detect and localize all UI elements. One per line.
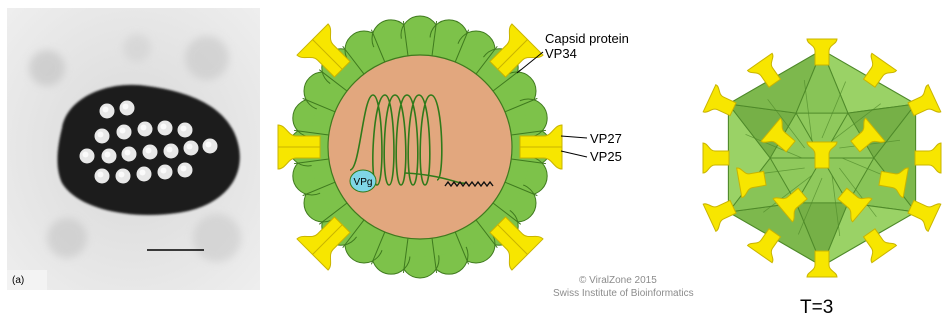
surface-spike [703, 143, 729, 173]
vpg-label: VPg [354, 177, 373, 188]
credit-line-2: Swiss Institute of Bioinformatics [553, 288, 694, 299]
icosahedral-capsid-model [695, 30, 949, 290]
vp34-label: VP34 [545, 46, 577, 61]
capsid-protein-label: Capsid protein [545, 31, 629, 46]
electron-micrograph [7, 8, 260, 290]
vp27-label: VP27 [590, 131, 622, 146]
surface-spike [915, 143, 941, 173]
vp27-pointer [561, 136, 587, 138]
vp25-label: VP25 [590, 149, 622, 164]
vp25-pointer [561, 151, 587, 157]
credit-line-1: © ViralZone 2015 [579, 275, 657, 286]
triangulation-number: T=3 [800, 297, 833, 319]
panel-label: (a) [12, 275, 24, 286]
